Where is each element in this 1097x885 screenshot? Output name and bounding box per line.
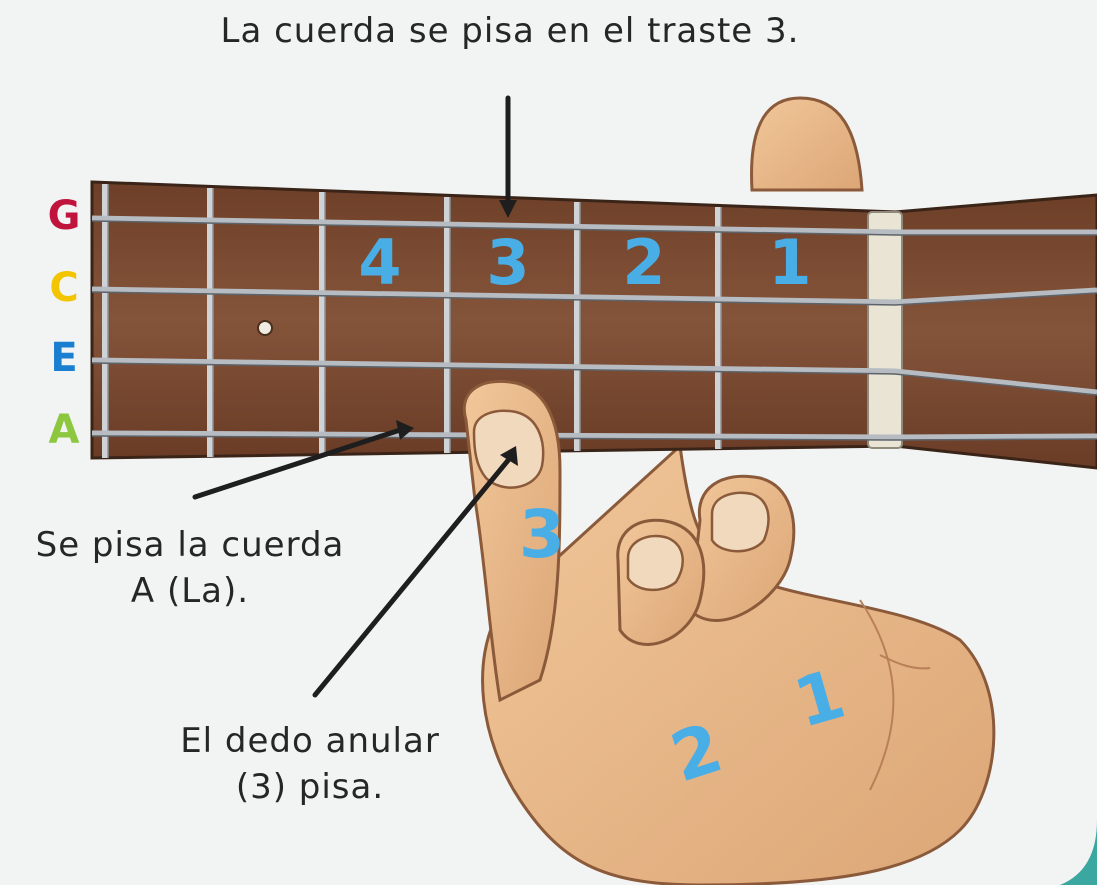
fret-marker-dot — [257, 320, 273, 336]
fret-number-4: 4 — [358, 226, 402, 299]
string-caption-line-2: A (La). — [130, 571, 250, 611]
arrow-string — [192, 427, 403, 500]
finger-caption-line-2: (3) pisa. — [235, 767, 385, 807]
arrowhead-finger — [500, 446, 518, 466]
fret-number-1: 1 — [768, 226, 812, 299]
string-label-c: C — [49, 265, 79, 311]
arrow-finger — [312, 455, 513, 698]
finger-caption-line-1: El dedo anular — [180, 721, 440, 761]
arrowhead-string — [396, 420, 414, 440]
ring-fingernail — [472, 409, 545, 489]
nut — [867, 211, 903, 449]
string-caption: Se pisa la cuerda A (La). — [10, 522, 370, 614]
thumb — [750, 96, 864, 192]
finger-number-ring: 3 — [519, 496, 565, 573]
arrowhead-fret — [499, 200, 517, 218]
fingers-curled — [616, 474, 796, 646]
string-label-e: E — [50, 335, 78, 381]
string-label-a: A — [48, 407, 80, 453]
finger-caption: El dedo anular (3) pisa. — [130, 718, 490, 810]
title-caption: La cuerda se pisa en el traste 3. — [220, 11, 800, 51]
neck-extension — [893, 193, 1097, 470]
corner-accent — [1060, 820, 1097, 885]
fret-number-2: 2 — [622, 226, 666, 299]
string-label-g: G — [47, 193, 81, 239]
fretboard — [90, 180, 1097, 460]
fret-number-3: 3 — [486, 226, 530, 299]
string-caption-line-1: Se pisa la cuerda — [35, 525, 345, 565]
ring-finger — [462, 379, 562, 703]
